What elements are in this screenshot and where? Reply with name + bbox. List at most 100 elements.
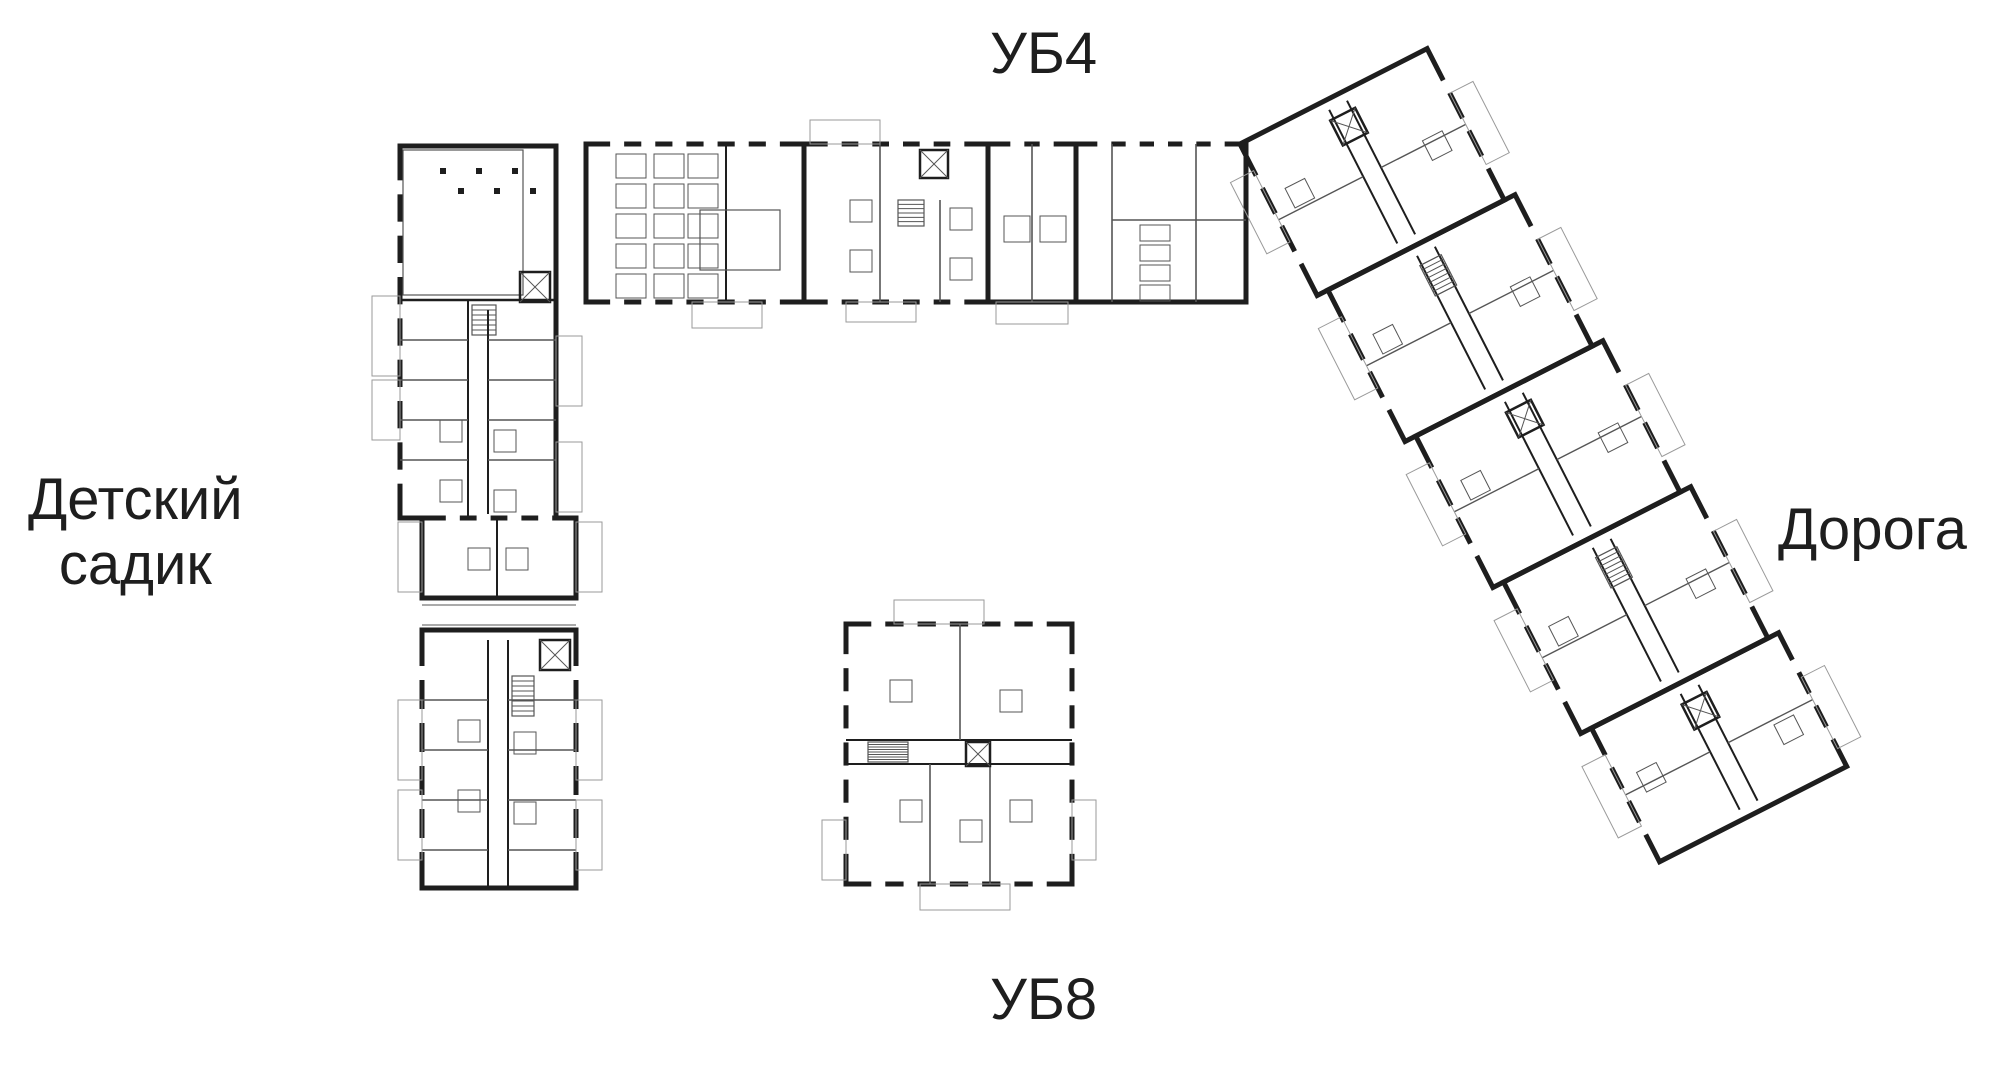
stair-step (1432, 280, 1455, 293)
room (439, 419, 463, 443)
window (1125, 140, 1140, 148)
window (1032, 620, 1047, 628)
partition-wall (1727, 698, 1813, 744)
room (493, 489, 517, 513)
corridor-wall (1346, 100, 1416, 235)
east-block-rotated (1229, 45, 1862, 866)
room (687, 243, 719, 269)
room (1284, 177, 1316, 209)
elevator-cross (519, 271, 551, 303)
room (999, 689, 1023, 713)
label-east-road: Дорога (1778, 497, 1967, 562)
window (734, 140, 749, 148)
partition-wall (1454, 468, 1540, 513)
window (919, 140, 934, 148)
partition-wall (1556, 415, 1642, 461)
room (1139, 224, 1171, 242)
window (396, 469, 404, 484)
stair-well (1594, 545, 1634, 589)
room (457, 719, 481, 743)
label-west-line1: Детский (28, 467, 243, 532)
room (615, 273, 647, 299)
room (959, 819, 983, 843)
partition-wall (1625, 751, 1711, 796)
elevator-cross (965, 741, 991, 767)
balcony (1800, 664, 1862, 750)
window (1703, 516, 1717, 533)
room (513, 731, 537, 755)
stair-step (1606, 567, 1629, 580)
stair-well (511, 675, 535, 717)
west-mid-wall (419, 515, 579, 601)
room (849, 249, 873, 273)
stair-well (471, 304, 497, 336)
window (1068, 654, 1076, 669)
partition-wall (1468, 269, 1554, 315)
north-seg4-wall (1073, 141, 1249, 305)
window (1554, 687, 1569, 704)
elevator-shaft (918, 148, 950, 180)
stair-well (1419, 253, 1458, 297)
elevator-cross (1518, 399, 1532, 438)
window (765, 298, 780, 306)
window (1635, 820, 1650, 837)
stair-step (1604, 563, 1626, 576)
east-seg-wall (1588, 629, 1851, 866)
balcony (371, 379, 401, 441)
room (653, 183, 685, 209)
window (610, 298, 625, 306)
partition-wall (1644, 561, 1730, 607)
room (1372, 323, 1404, 355)
window (842, 654, 850, 669)
window (1210, 140, 1225, 148)
balcony (397, 521, 423, 593)
elevator-cross (919, 149, 949, 179)
window (842, 802, 850, 817)
west-upper-wall (397, 143, 559, 521)
window (418, 666, 426, 680)
room (687, 213, 719, 239)
window (1039, 140, 1054, 148)
window (842, 728, 850, 743)
elevator-shaft (518, 270, 552, 304)
elevator-cross (539, 639, 571, 671)
north-seg2-wall (801, 141, 991, 305)
window (538, 514, 553, 522)
room (1139, 284, 1171, 302)
window (950, 298, 965, 306)
balcony (1317, 316, 1379, 401)
window (641, 298, 656, 306)
partition-wall (1366, 322, 1452, 367)
balcony (1229, 170, 1291, 255)
room (849, 199, 873, 223)
stair-step (1421, 258, 1444, 271)
room (699, 209, 781, 271)
building-south (821, 599, 1097, 911)
column (494, 188, 500, 194)
column (530, 188, 536, 194)
room (1009, 799, 1033, 823)
balcony (397, 699, 423, 781)
balcony (1624, 372, 1686, 458)
window (572, 666, 580, 680)
room (1547, 615, 1579, 647)
window (842, 765, 850, 780)
stair-step (1597, 550, 1620, 563)
room (687, 153, 719, 179)
window (1068, 765, 1076, 780)
elevator-shaft (538, 638, 572, 672)
window (903, 880, 918, 888)
room (1003, 215, 1031, 243)
window (396, 263, 404, 277)
room (402, 149, 524, 296)
column (512, 168, 518, 174)
elevator-shaft (1679, 690, 1721, 732)
elevator-cross (1342, 107, 1356, 146)
corridor-wall (1609, 538, 1680, 673)
balcony (1493, 608, 1555, 693)
room (687, 183, 719, 209)
window (842, 691, 850, 706)
room (457, 789, 481, 813)
window (703, 140, 718, 148)
